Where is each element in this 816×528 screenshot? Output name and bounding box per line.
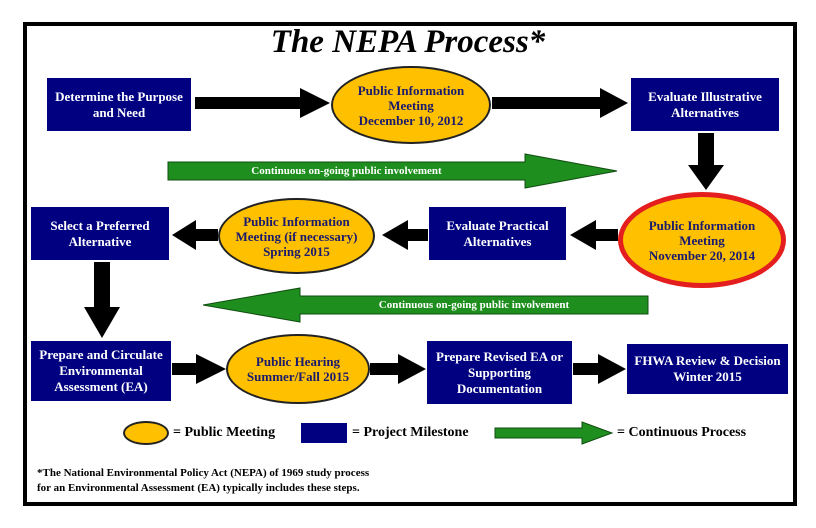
- legend-project-milestone-label: = Project Milestone: [352, 425, 469, 440]
- milestone-select-preferred: Select a Preferred Alternative: [31, 207, 169, 260]
- meeting-november-2014: Public Information Meeting November 20, …: [618, 192, 786, 288]
- legend-continuous-process-label: = Continuous Process: [617, 425, 747, 440]
- footnote: *The National Environmental Policy Act (…: [37, 467, 370, 494]
- milestone-fhwa-review: FHWA Review & Decision Winter 2015: [627, 344, 788, 394]
- milestone-purpose-and-need: Determine the Purpose and Need: [47, 78, 191, 131]
- legend-public-meeting-swatch: [123, 421, 169, 445]
- meeting-spring-2015: Public Information Meeting (if necessary…: [218, 198, 375, 274]
- milestone-prepare-ea: Prepare and Circulate Environmental Asse…: [31, 341, 171, 401]
- legend-public-meeting-label: = Public Meeting: [173, 425, 276, 440]
- continuous-label-mid: Continuous on-going public involvement: [378, 299, 570, 311]
- page-title: The NEPA Process*: [270, 24, 546, 60]
- milestone-evaluate-illustrative: Evaluate Illustrative Alternatives: [631, 78, 779, 131]
- legend-project-milestone-swatch: [301, 423, 347, 443]
- continuous-label-top: Continuous on-going public involvement: [251, 165, 442, 177]
- public-hearing-2015: Public Hearing Summer/Fall 2015: [226, 334, 370, 404]
- milestone-evaluate-practical: Evaluate Practical Alternatives: [429, 207, 566, 260]
- milestone-prepare-revised-ea: Prepare Revised EA or Supporting Documen…: [427, 341, 572, 404]
- meeting-december-2012: Public Information Meeting December 10, …: [331, 66, 491, 144]
